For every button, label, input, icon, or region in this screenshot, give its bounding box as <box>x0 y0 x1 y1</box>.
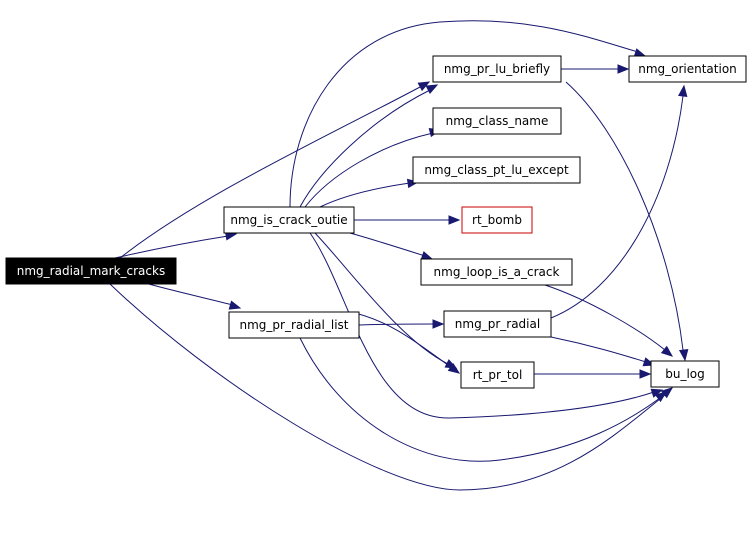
node-except[interactable]: nmg_class_pt_lu_except <box>412 156 581 184</box>
edge-root-to-bulog <box>109 283 666 491</box>
node-crack[interactable]: nmg_is_crack_outie <box>223 206 355 234</box>
arrowhead-radial-to-orient <box>678 84 688 97</box>
node-radial[interactable]: nmg_pr_radial <box>443 310 552 338</box>
node-list[interactable]: nmg_pr_radial_list <box>228 311 360 339</box>
edge-root-to-list <box>144 282 234 306</box>
node-box-brief[interactable] <box>432 55 562 83</box>
node-box-crack[interactable] <box>223 206 355 234</box>
edge-crack-to-loop <box>349 232 426 257</box>
node-label-loop: nmg_loop_is_a_crack <box>434 265 560 279</box>
node-box-cname[interactable] <box>432 107 562 135</box>
node-box-except[interactable] <box>412 156 581 184</box>
edge-crack-to-orient <box>289 20 639 208</box>
edge-brief-to-bulog <box>565 81 684 351</box>
node-box-loop[interactable] <box>420 258 573 286</box>
arrowhead-list-to-bulog <box>654 391 668 403</box>
arrowhead-crack-to-bomb <box>448 215 461 225</box>
node-label-cname: nmg_class_name <box>446 114 549 128</box>
node-label-orient: nmg_orientation <box>638 62 737 76</box>
node-bomb[interactable]: rt_bomb <box>461 206 533 234</box>
edge-list-to-radial <box>358 323 435 326</box>
node-box-orient[interactable] <box>628 55 747 83</box>
edge-crack-to-cname <box>304 132 434 208</box>
arrowhead-root-to-list <box>228 300 242 310</box>
node-bulog[interactable]: bu_log <box>650 360 720 388</box>
edge-radial-to-orient <box>550 95 684 319</box>
node-label-tol: rt_pr_tol <box>473 368 523 382</box>
edge-crack-to-brief <box>299 89 431 208</box>
arrowhead-crack-to-loop <box>420 251 434 261</box>
node-orient[interactable]: nmg_orientation <box>628 55 747 83</box>
edge-loop-to-bulog <box>544 284 666 351</box>
node-label-list: nmg_pr_radial_list <box>239 318 348 332</box>
node-label-crack: nmg_is_crack_outie <box>230 213 347 227</box>
node-box-tol[interactable] <box>460 361 535 389</box>
edge-crack-to-except <box>319 182 411 208</box>
edge-crack-to-bulog <box>309 232 655 419</box>
node-cname[interactable]: nmg_class_name <box>432 107 562 135</box>
edges-layer <box>109 20 689 491</box>
node-loop[interactable]: nmg_loop_is_a_crack <box>420 258 573 286</box>
node-label-radial: nmg_pr_radial <box>455 317 540 331</box>
arrowhead-brief-to-bulog <box>678 348 689 362</box>
node-box-root[interactable] <box>5 257 177 285</box>
node-brief[interactable]: nmg_pr_lu_briefly <box>432 55 562 83</box>
node-box-list[interactable] <box>228 311 360 339</box>
arrowhead-brief-to-orient <box>617 64 630 74</box>
arrowhead-crack-to-brief <box>425 84 439 95</box>
arrowhead-root-to-brief <box>417 81 431 92</box>
edge-root-to-crack <box>114 235 229 259</box>
node-label-brief: nmg_pr_lu_briefly <box>444 62 550 76</box>
node-box-radial[interactable] <box>443 310 552 338</box>
arrowhead-list-to-tol <box>447 363 461 374</box>
edge-radial-to-bulog <box>550 336 647 363</box>
arrowhead-crack-to-bulog <box>650 388 664 398</box>
node-box-bomb[interactable] <box>461 206 533 234</box>
node-label-root: nmg_radial_mark_cracks <box>17 264 165 278</box>
arrowhead-loop-to-bulog <box>660 345 674 357</box>
node-label-bomb: rt_bomb <box>472 213 522 227</box>
node-label-bulog: bu_log <box>665 367 705 381</box>
node-tol[interactable]: rt_pr_tol <box>460 361 535 389</box>
edge-list-to-tol <box>349 311 453 369</box>
node-root[interactable]: nmg_radial_mark_cracks <box>5 257 177 285</box>
arrowhead-tol-to-bulog <box>639 369 652 379</box>
edge-crack-to-tol <box>314 232 449 365</box>
arrowhead-list-to-radial <box>432 319 445 329</box>
edge-root-to-brief <box>119 86 421 259</box>
edge-list-to-bulog <box>299 337 661 462</box>
node-label-except: nmg_class_pt_lu_except <box>424 163 569 177</box>
node-box-bulog[interactable] <box>650 360 720 388</box>
nodes-layer: nmg_radial_mark_cracks nmg_is_crack_outie… <box>5 55 747 389</box>
